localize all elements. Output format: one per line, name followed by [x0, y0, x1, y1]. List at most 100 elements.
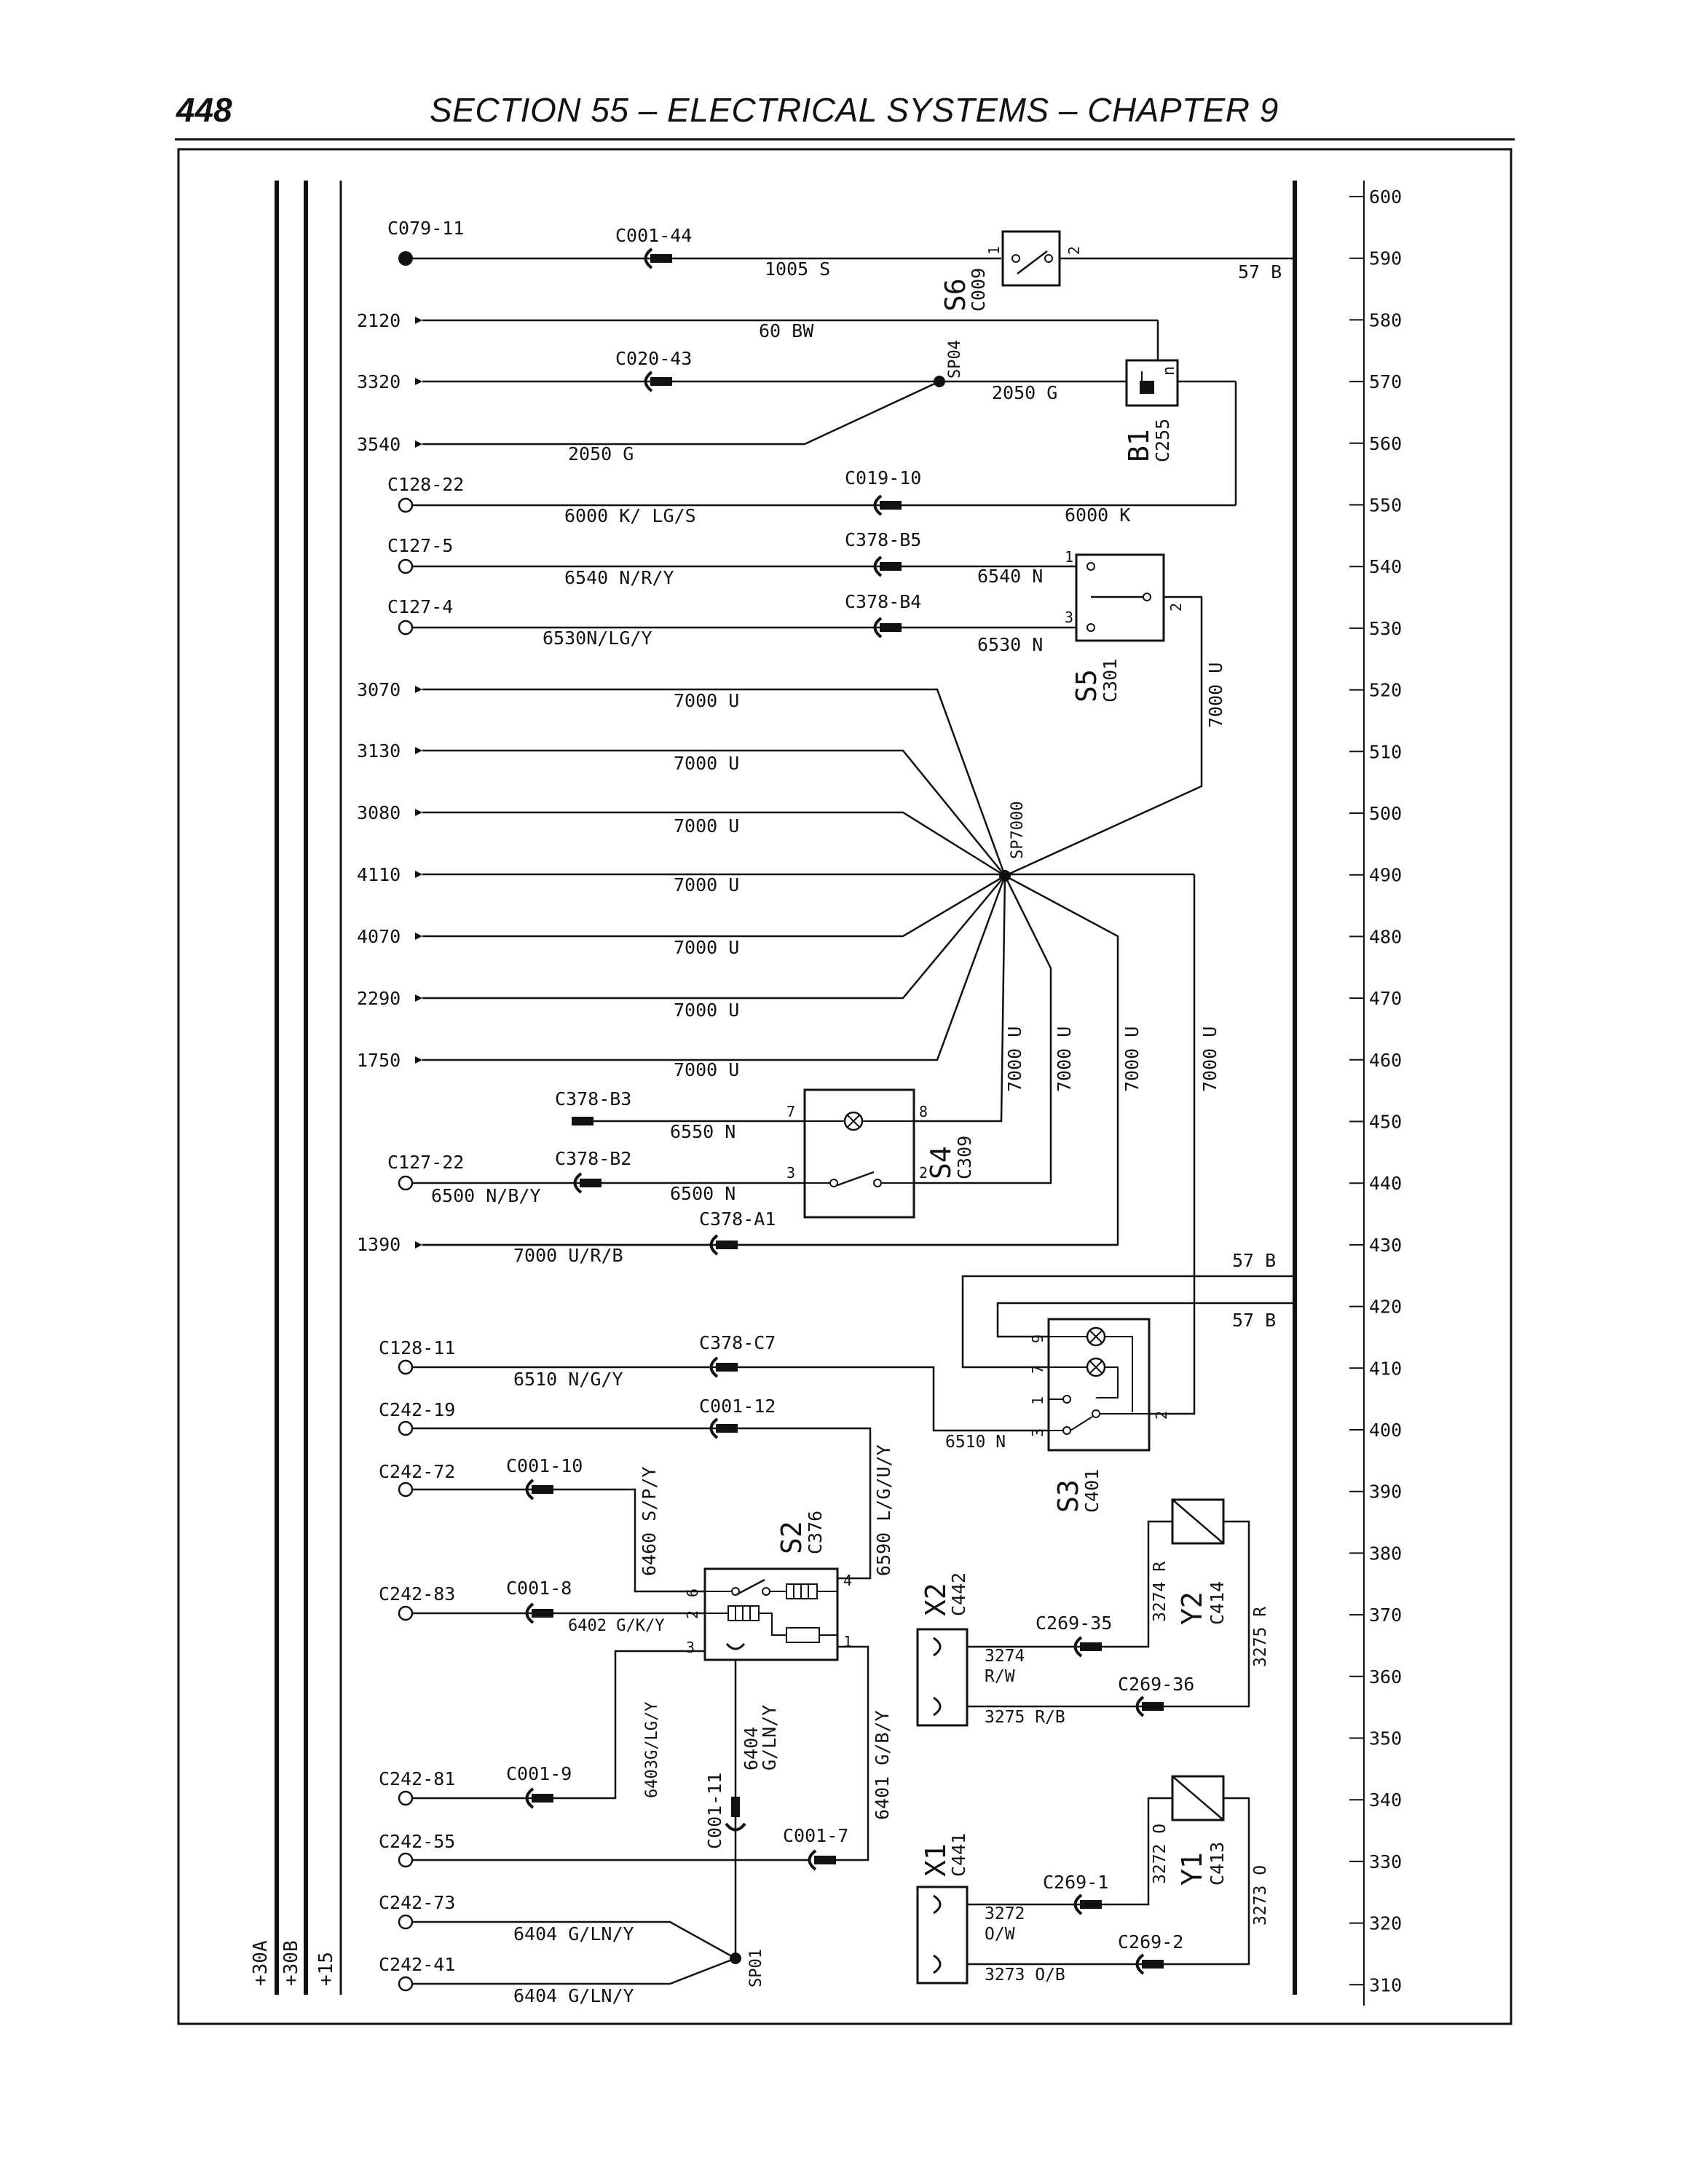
wire-label: 3273 O/B [985, 1966, 1065, 1985]
wire-label: 6000 K/ LG/S [564, 505, 696, 526]
rail-label-30a: +30A [250, 1940, 272, 1986]
pin-label: 9 [1029, 1334, 1046, 1343]
sheet-ref: 2290 [357, 988, 401, 1009]
wire-label: 6460 S/P/Y [639, 1466, 660, 1576]
scale-label: 330 [1369, 1851, 1402, 1872]
wire [967, 1797, 1172, 1906]
connector-label: C378-B2 [555, 1148, 631, 1169]
terminal [398, 497, 414, 513]
switch-s2[interactable] [703, 1567, 839, 1661]
connector-label: C001-8 [506, 1578, 572, 1599]
wire [830, 1645, 869, 1861]
wire-label: 6500 N/B/Y [431, 1185, 541, 1206]
connector-label: C378-C7 [699, 1332, 776, 1353]
pin-label: 4 [843, 1572, 852, 1589]
sheet-ref: 3320 [357, 371, 401, 392]
connector-label: C127-5 [387, 535, 453, 556]
pin-label: 2 [919, 1164, 928, 1182]
wire-label: 3275 R [1251, 1607, 1270, 1667]
wire [412, 1920, 736, 1960]
header-rule [175, 138, 1515, 141]
wire-label: 7000 U [674, 753, 739, 774]
connector-symbol [644, 248, 672, 269]
component-name: X2 [920, 1583, 952, 1616]
component-name: S2 [776, 1521, 808, 1554]
wire-label: 6540 N/R/Y [564, 567, 674, 588]
wire-label: 7000 U [674, 1000, 739, 1021]
wire-label: R/W [985, 1667, 1015, 1686]
wire [967, 1520, 1250, 1708]
wire-label: 6530 N [977, 634, 1043, 655]
sensor-b1[interactable] [1125, 359, 1179, 407]
wire-arrow [415, 875, 1006, 1064]
wire-label: 7000 U [1004, 1026, 1025, 1092]
relay-coil-icon [786, 1627, 820, 1643]
wire-label: 7000 U [674, 874, 739, 895]
switch-s3[interactable] [1047, 1318, 1151, 1452]
splice-label: SP7000 [1009, 802, 1027, 859]
connector-x1[interactable] [916, 1886, 969, 1985]
connector-label: C242-72 [379, 1461, 455, 1482]
scale-label: 520 [1369, 680, 1402, 701]
splice-label: SP04 [946, 340, 964, 379]
scale-label: 530 [1369, 618, 1402, 639]
wire [412, 1366, 1049, 1432]
scale-label: 560 [1369, 433, 1402, 454]
scale-label: 430 [1369, 1235, 1402, 1256]
connector-symbol [873, 617, 902, 638]
connector-label: C001-12 [699, 1396, 776, 1417]
wire-label: 3274 [985, 1647, 1025, 1666]
scale-label: 360 [1369, 1666, 1402, 1688]
wire-arrow [415, 809, 1006, 877]
sheet-ref: 3130 [357, 740, 401, 761]
connector-label: C378-A1 [699, 1208, 776, 1230]
pin-label: 2 [1167, 603, 1185, 612]
pin-label: 2 [684, 1610, 701, 1619]
wire-label: 6500 N [670, 1183, 735, 1204]
component-code: C401 [1081, 1469, 1103, 1513]
terminal [398, 1481, 414, 1497]
scale-label: 380 [1369, 1543, 1402, 1564]
diagram-frame [177, 148, 1513, 2025]
wire [961, 1275, 1295, 1369]
connector-label: C001-7 [783, 1825, 848, 1846]
scale-label: 350 [1369, 1728, 1402, 1749]
solenoid-y1[interactable] [1171, 1775, 1225, 1821]
wire-label: 2050 G [992, 382, 1057, 403]
scale-label: 390 [1369, 1481, 1402, 1503]
component-code: C413 [1207, 1842, 1228, 1886]
wire [412, 1957, 736, 1985]
solenoid-y2[interactable] [1171, 1498, 1225, 1545]
sheet-ref: 4110 [357, 864, 401, 885]
wire [914, 875, 1006, 1123]
switch-s4[interactable] [803, 1088, 915, 1219]
connector-x2[interactable] [916, 1628, 969, 1727]
scale-label: 540 [1369, 556, 1402, 577]
sheet-ref: 2120 [357, 310, 401, 331]
connector-symbol [709, 1234, 738, 1256]
scale-label: 340 [1369, 1789, 1402, 1811]
wire-label: 7000 U/R/B [513, 1245, 623, 1266]
wire-label: 7000 U [1199, 1026, 1220, 1092]
wire-label: 7000 U [674, 815, 739, 836]
wire-label: 3272 O [1151, 1824, 1170, 1884]
switch-s6[interactable] [1001, 230, 1061, 287]
sheet-ref: 1390 [357, 1234, 401, 1255]
connector-label: C269-36 [1118, 1674, 1194, 1695]
terminal [398, 1976, 414, 1992]
wire-label: 6590 L/G/U/Y [873, 1444, 894, 1576]
connector-label: C269-2 [1118, 1931, 1183, 1952]
pin-label: 2 [1065, 246, 1083, 255]
pin-label: 3 [1029, 1428, 1046, 1437]
page-number: 448 [176, 91, 232, 129]
scale-label: 450 [1369, 1112, 1402, 1133]
wire-arrow [415, 380, 940, 448]
wire-label: 6404 G/LN/Y [513, 1985, 634, 2006]
scale-label: 490 [1369, 865, 1402, 886]
wire-label: 6550 N [670, 1121, 735, 1142]
connector-symbol [644, 371, 672, 392]
connector-label: C001-9 [506, 1763, 572, 1784]
component-code: C309 [954, 1136, 975, 1179]
component-code: C442 [948, 1572, 969, 1616]
pin-label: 7 [1029, 1365, 1046, 1374]
